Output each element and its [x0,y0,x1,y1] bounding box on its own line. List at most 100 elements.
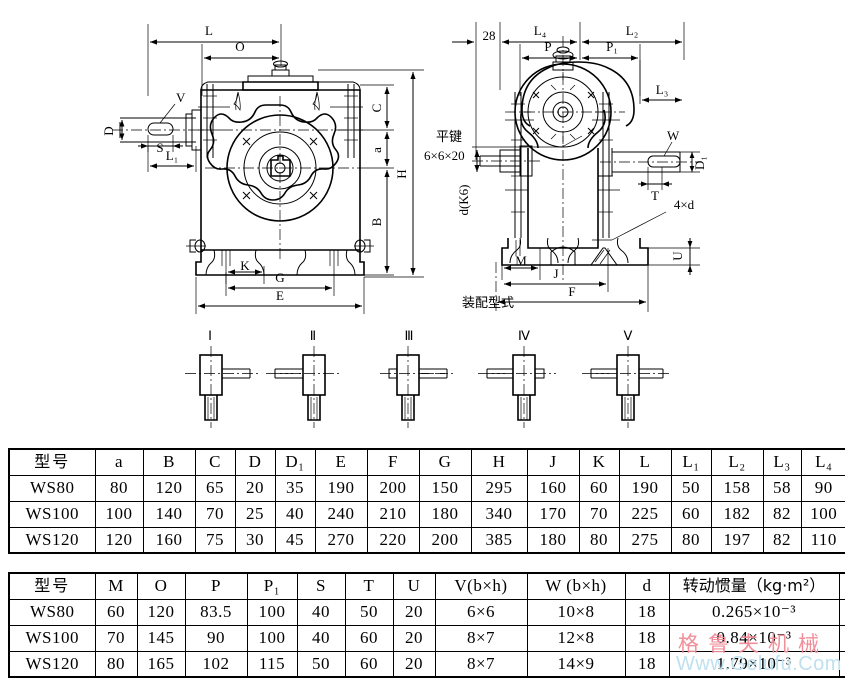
table2-header-cell: 转动惯量（kg·m²） [668,572,840,600]
dim-P1: P₁ [582,39,641,96]
table1-header-cell: L₂ [710,448,764,476]
dim-B: B [364,170,394,276]
label-L2: L₂ [626,23,638,38]
label-L1: L₁ [166,148,178,163]
table2-cell: 115 [246,650,298,678]
dim-L1: L₁ [147,146,197,172]
note-4xd: 4×d [592,197,695,241]
dim-F: F [495,262,649,312]
table2-cell: WS100 [8,624,96,652]
side-base [501,237,649,266]
technical-drawing-area: L O [101,22,707,428]
dim-O: O [201,39,279,96]
table-row: WS120 120 160 75 30 45 270 220 200 385 1… [8,526,845,554]
assembly-type-section: 装配型式 Ⅰ Ⅱ [185,296,672,428]
table2-header-cell: U [392,572,436,600]
label-M: M [515,253,527,268]
table1-cell: 180 [526,526,580,554]
dimension-table-1-wrapper: 型号 a B C D D₁ E F G H J K L L₁ L₂ L₃ L₄ [8,448,845,554]
table2-header-cell: d [624,572,670,600]
table2-cell: WS80 [8,598,96,626]
table1-header-cell: F [366,448,420,476]
table1-cell: 20 [234,474,276,502]
side-housing [505,36,635,280]
table1-cell: 340 [470,500,528,528]
key-note-line2: 6×6×20 [424,148,465,163]
label-J: J [553,266,558,281]
dim-U: U [648,238,700,275]
label-a: a [369,147,384,153]
table2-cell: 6×6 [434,598,528,626]
dim-dK6: d(K6) [456,150,480,216]
label-dK6: d(K6) [456,184,471,215]
dimension-table-2-wrapper: 型号 M O P P₁ S T U V(b×h) W (b×h) d 转动惯量（… [8,572,845,678]
table1-cell: 82 [762,500,802,528]
table2-cell: 0.265×10⁻³ [668,598,840,626]
table2-cell: 83.5 [184,598,248,626]
label-S: S [156,140,163,155]
base-feet [186,239,374,276]
table2-header-cell: M [94,572,138,600]
label-L4: L₄ [534,23,547,38]
table2-cell: 12×8 [526,624,626,652]
dim-L3: L₃ [639,60,682,104]
table1-cell: 60 [578,474,620,502]
label-E: E [276,288,284,303]
table1-header-cell: L₃ [762,448,802,476]
table2-header-cell: W (b×h) [526,572,626,600]
label-T: T [651,188,659,203]
dim-L2: L₂ [579,22,685,60]
table1-cell: 35 [274,474,316,502]
label-28: 28 [483,28,496,43]
dimension-table-1: 型号 a B C D D₁ E F G H J K L L₁ L₂ L₃ L₄ [8,448,845,554]
table2-cell: 18 [624,650,670,678]
label-D: D [101,126,116,135]
table1-header-cell: 型号 [8,448,96,476]
table1-cell: 200 [418,526,472,554]
table2-cell: 36.7～39 [838,598,845,626]
table2-header-cell: V(b×h) [434,572,528,600]
table2-cell: 50 [296,650,346,678]
side-flange-right [592,92,620,238]
table1-header-cell: K [578,448,620,476]
table1-cell: 100 [800,500,845,528]
table1-header-cell: D [234,448,276,476]
table1-header-cell: E [314,448,368,476]
table1-header-cell: G [418,448,472,476]
table1-cell: 90 [800,474,845,502]
table1-cell: 65 [194,474,236,502]
table2-cell: 60 [94,598,138,626]
label-C: C [369,104,384,113]
table2-header-cell: P [184,572,248,600]
table2-cell: 70 [94,624,138,652]
table2-cell: WS120 [8,650,96,678]
table1-cell: 270 [314,526,368,554]
dim-M: M [501,248,541,280]
label-V: V [176,90,186,105]
assembly-type-label: Ⅰ [208,328,212,343]
dim-H: H [318,69,424,278]
label-G: G [275,270,284,285]
table1-cell: WS100 [8,500,96,528]
side-flange-left [505,92,534,238]
table1-cell: 70 [578,500,620,528]
table2-header-cell: T [344,572,394,600]
dim-K: K [225,258,265,284]
label-L: L [205,23,213,38]
table1-cell: 200 [366,474,420,502]
assembly-type-label: Ⅱ [310,328,316,343]
label-B: B [369,217,384,226]
table2-cell: 165 [136,650,186,678]
assembly-type-label: Ⅲ [405,328,414,343]
table1-cell: 220 [366,526,420,554]
table2-cell: 90 [184,624,248,652]
table1-cell: 295 [470,474,528,502]
table1-cell: 25 [234,500,276,528]
table2-cell: 0.84×10⁻³ [668,624,840,652]
table1-cell: 160 [142,526,196,554]
table2-header-cell: S [296,572,346,600]
table1-cell: WS120 [8,526,96,554]
side-view: 28 L₄ L₂ P [424,22,707,312]
label-P1: P₁ [606,39,618,54]
